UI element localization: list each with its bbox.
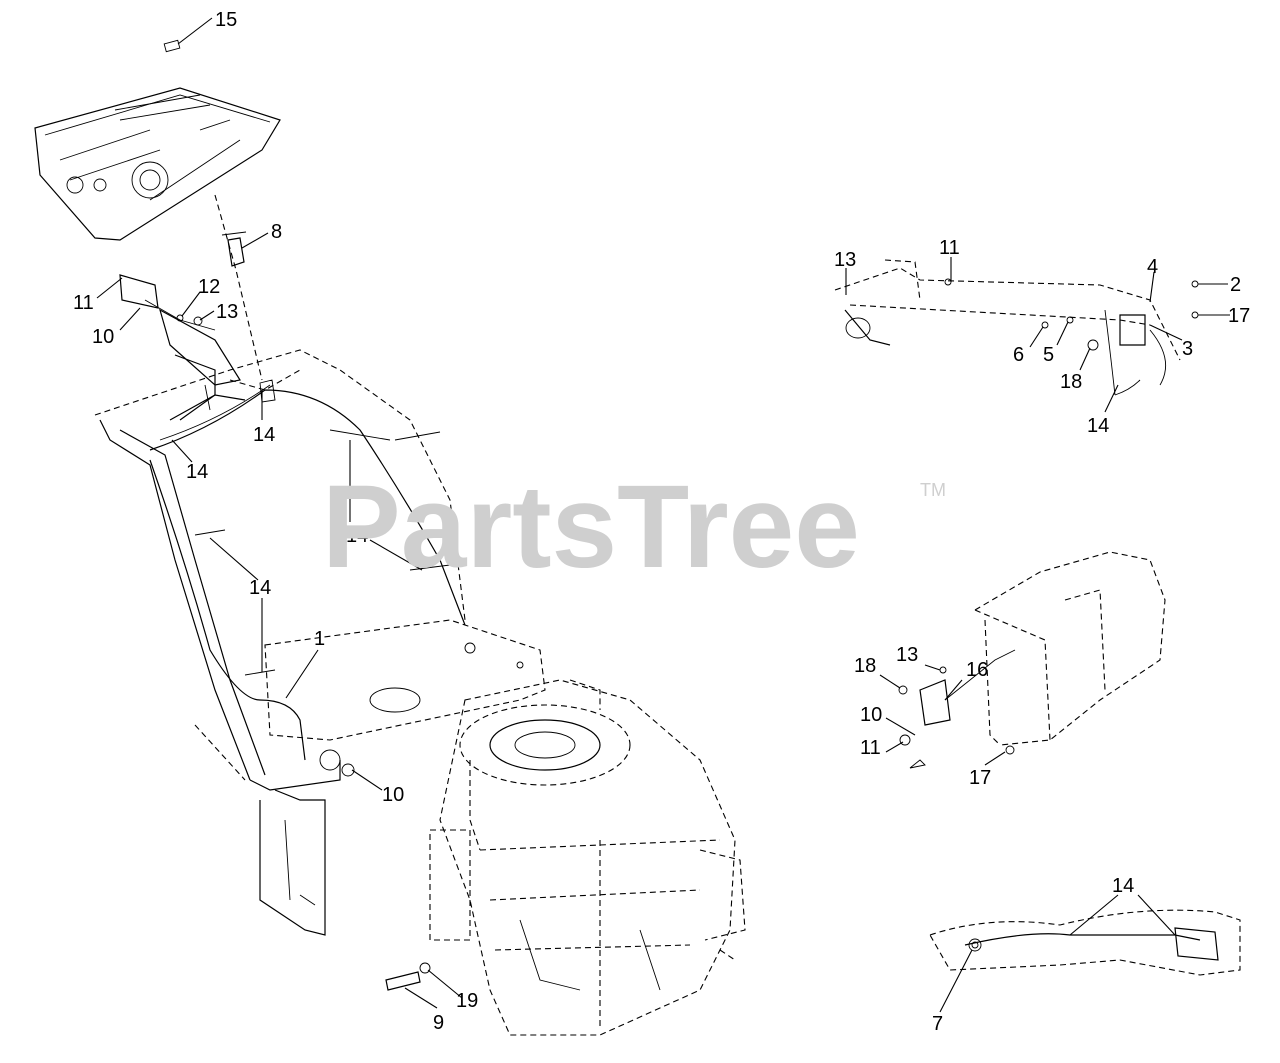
callout-2: 2 — [1230, 274, 1241, 296]
callout-12: 12 — [198, 276, 220, 298]
callout-13: 13 — [216, 301, 238, 323]
switch-bracket — [119, 274, 241, 386]
bolt-and-washer — [385, 962, 431, 991]
callout-16: 16 — [966, 659, 988, 681]
dash-panel-assembly — [34, 39, 281, 241]
callout-11: 11 — [860, 737, 881, 759]
callout-4: 4 — [1147, 256, 1158, 278]
callout-10: 10 — [382, 784, 404, 806]
callout-14: 14 — [1087, 415, 1109, 437]
callout-18: 18 — [1060, 371, 1082, 393]
callout-labels: 15 8 11 12 13 10 14 14 14 14 1 10 19 9 1… — [73, 9, 1250, 1035]
callout-3: 3 — [1182, 338, 1193, 360]
callout-7: 7 — [932, 1013, 943, 1035]
callout-14: 14 — [253, 424, 275, 446]
callout-17: 17 — [969, 767, 991, 789]
callout-8: 8 — [271, 221, 282, 243]
detail-harness-bottom — [929, 909, 1241, 976]
callout-18: 18 — [854, 655, 876, 677]
callout-19: 19 — [456, 990, 478, 1012]
callout-1: 1 — [314, 628, 325, 650]
callout-11: 11 — [939, 237, 960, 259]
callout-17: 17 — [1228, 305, 1250, 327]
detail-fender-switch — [898, 551, 1166, 769]
trademark-mark: TM — [920, 480, 946, 500]
callout-13: 13 — [834, 249, 856, 271]
callout-14: 14 — [186, 461, 208, 483]
callout-10: 10 — [860, 704, 882, 726]
callout-14: 14 — [1112, 875, 1134, 897]
detail-bracket-top-right — [834, 259, 1199, 396]
wire-harness — [149, 379, 466, 761]
callout-10: 10 — [92, 326, 114, 348]
key-switch — [214, 194, 263, 381]
callout-6: 6 — [1013, 344, 1024, 366]
callout-11: 11 — [73, 292, 94, 314]
callout-14: 14 — [249, 577, 271, 599]
main-frame — [94, 349, 546, 936]
leader-lines — [96, 17, 1230, 1013]
callout-13: 13 — [896, 644, 918, 666]
engine — [429, 679, 746, 1036]
callout-5: 5 — [1043, 344, 1054, 366]
callout-9: 9 — [433, 1012, 444, 1034]
callout-15: 15 — [215, 9, 237, 31]
callout-14: 14 — [346, 525, 368, 547]
